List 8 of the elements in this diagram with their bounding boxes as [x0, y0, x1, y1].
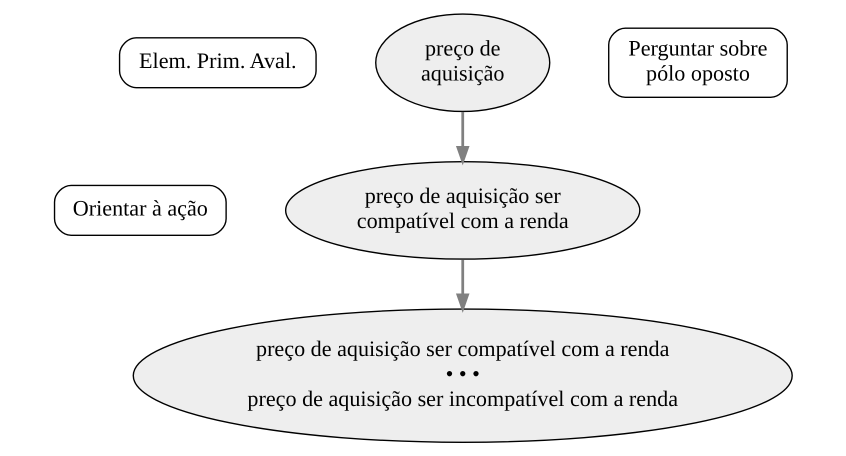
node-ellipse: preço de aquisição ser compatível com a renda — [284, 160, 640, 260]
arrow — [455, 112, 470, 166]
arrow — [455, 260, 470, 313]
node-box: Elem. Prim. Aval. — [118, 37, 316, 88]
node-ellipse: preço de aquisição ser compatível com a renda • • • preço de aquisição ser incompatível com a renda — [132, 308, 792, 444]
node-box: Perguntar sobre pólo oposto — [608, 27, 788, 98]
node-box: Orientar à ação — [53, 184, 226, 236]
node-ellipse: preço de aquisição — [374, 13, 550, 112]
